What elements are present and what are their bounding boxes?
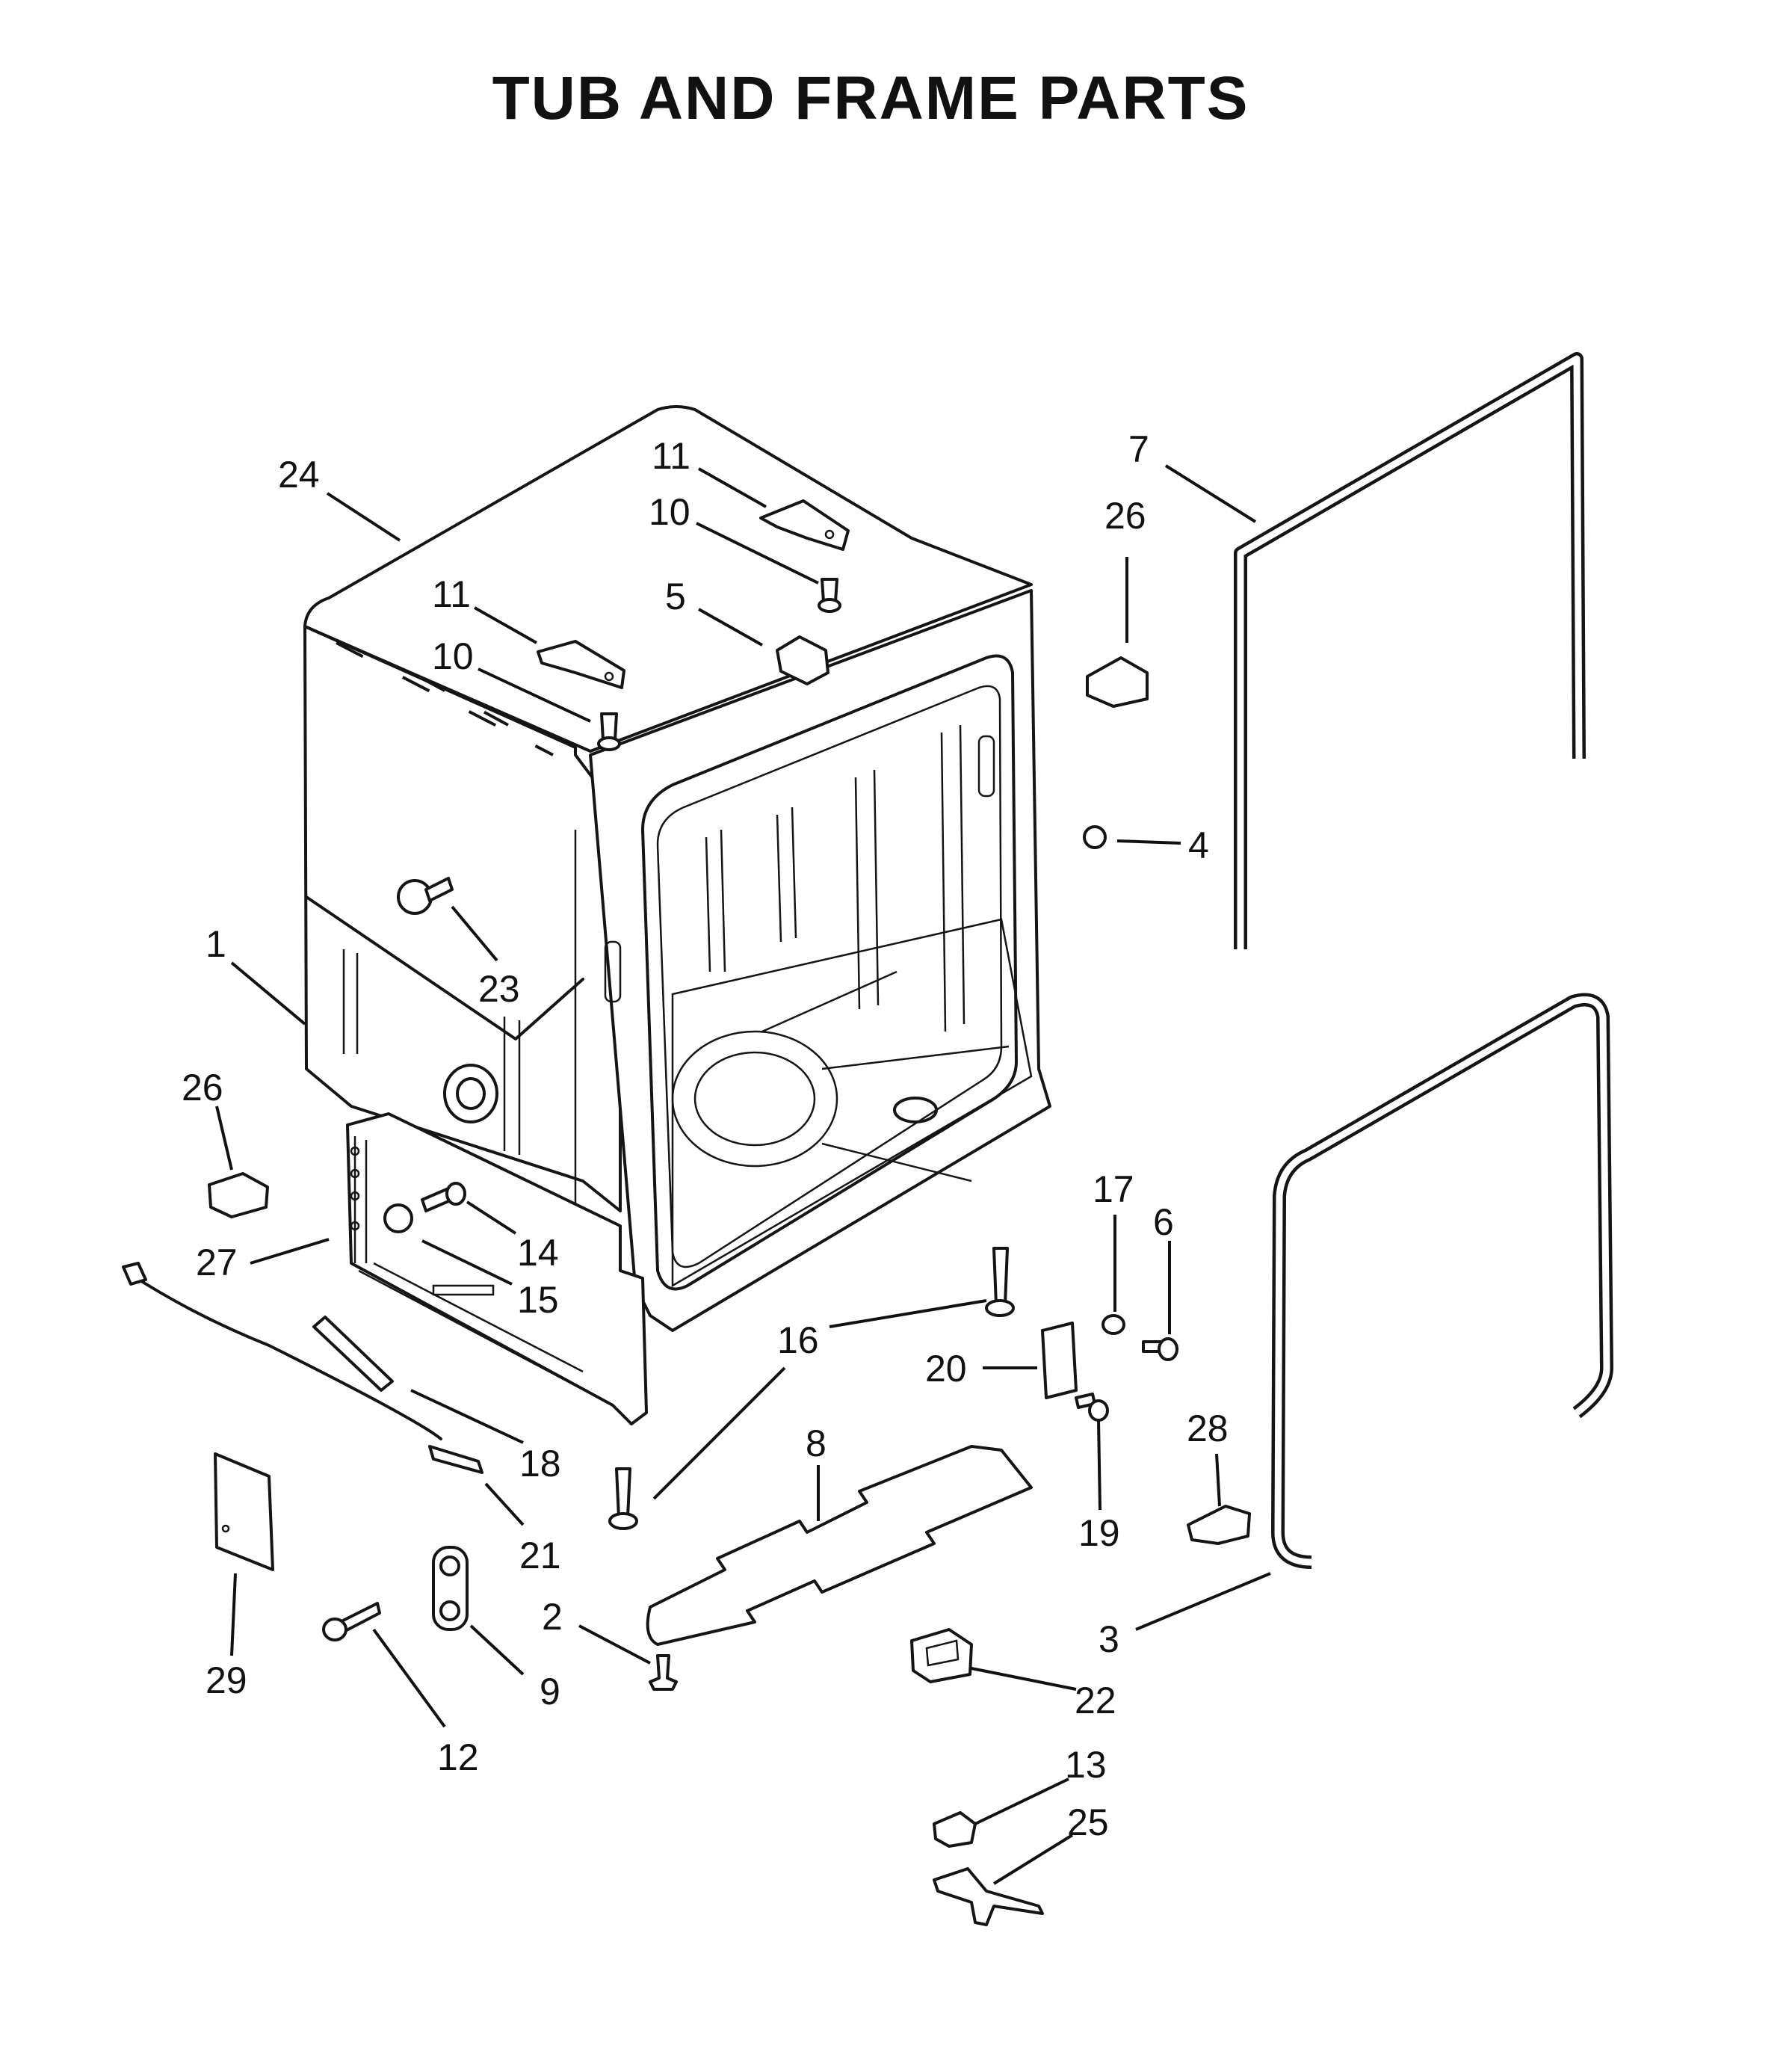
strike-26b (208, 1172, 269, 1218)
callout-10b: 10 (432, 635, 474, 677)
leader-lines (215, 464, 1271, 1885)
callout-13: 13 (1065, 1744, 1107, 1786)
callout-11a: 11 (652, 435, 690, 477)
nut-17 (1102, 1314, 1125, 1335)
callout-1: 1 (206, 923, 226, 965)
hinge-bracket-11a (759, 499, 850, 551)
clamp-28 (1187, 1505, 1251, 1545)
page-title: TUB AND FRAME PARTS (492, 64, 1249, 132)
power-cord-18 (122, 1262, 442, 1440)
plug-21 (428, 1445, 483, 1474)
screw-14 (421, 1182, 466, 1212)
callout-labels: 24 11 10 11 10 5 7 26 4 1 23 26 27 14 15… (182, 428, 1229, 1843)
levelling-leg-16a (985, 1247, 1015, 1317)
switch-13 (933, 1811, 977, 1848)
stud-23 (397, 877, 454, 915)
callout-26a: 26 (1104, 495, 1146, 537)
strike-26a (1086, 656, 1149, 708)
callout-3: 3 (1099, 1618, 1119, 1660)
callout-9: 9 (540, 1671, 560, 1712)
callout-21: 21 (519, 1535, 561, 1576)
junction-box-22 (910, 1628, 973, 1683)
callout-2: 2 (542, 1596, 563, 1638)
bolt-12 (322, 1602, 381, 1641)
callout-15: 15 (517, 1279, 559, 1321)
callout-18: 18 (519, 1443, 561, 1484)
callout-26b: 26 (182, 1067, 223, 1109)
callout-12: 12 (437, 1736, 479, 1778)
callout-6: 6 (1153, 1201, 1174, 1243)
screw-10a (818, 578, 841, 613)
callout-7: 7 (1128, 428, 1149, 470)
plug-4 (1083, 825, 1107, 849)
screw-10b (597, 712, 621, 751)
callout-16: 16 (777, 1319, 819, 1361)
hinge-bracket-11b (537, 640, 625, 689)
callout-25: 25 (1067, 1801, 1109, 1843)
bottom-gasket-3 (1271, 993, 1613, 1569)
callout-10a: 10 (649, 491, 690, 533)
callout-28: 28 (1187, 1407, 1229, 1449)
callout-23: 23 (478, 968, 520, 1010)
callout-14: 14 (517, 1232, 559, 1274)
bracket-25 (933, 1867, 1044, 1926)
callout-17: 17 (1093, 1168, 1134, 1210)
callout-8: 8 (806, 1422, 827, 1464)
callout-11b: 11 (432, 573, 471, 615)
callout-29: 29 (206, 1659, 247, 1701)
callout-5: 5 (665, 576, 686, 617)
door-gasket-7 (1234, 352, 1586, 949)
callout-19: 19 (1078, 1512, 1120, 1554)
base-frame (346, 1112, 648, 1425)
grommet-9 (432, 1546, 469, 1631)
callout-22: 22 (1075, 1680, 1116, 1721)
callout-4: 4 (1188, 824, 1209, 866)
callout-27: 27 (196, 1242, 238, 1283)
screw-6 (1142, 1337, 1178, 1361)
toe-panel-8 (646, 1445, 1033, 1646)
clip-5 (776, 635, 829, 685)
screw-19 (1075, 1393, 1109, 1422)
levelling-leg-16b (608, 1467, 638, 1530)
instruction-sheet-29 (214, 1452, 274, 1571)
callout-24: 24 (278, 454, 320, 496)
label-20 (1041, 1322, 1078, 1399)
callout-20: 20 (925, 1348, 967, 1390)
foot-2 (649, 1654, 678, 1691)
